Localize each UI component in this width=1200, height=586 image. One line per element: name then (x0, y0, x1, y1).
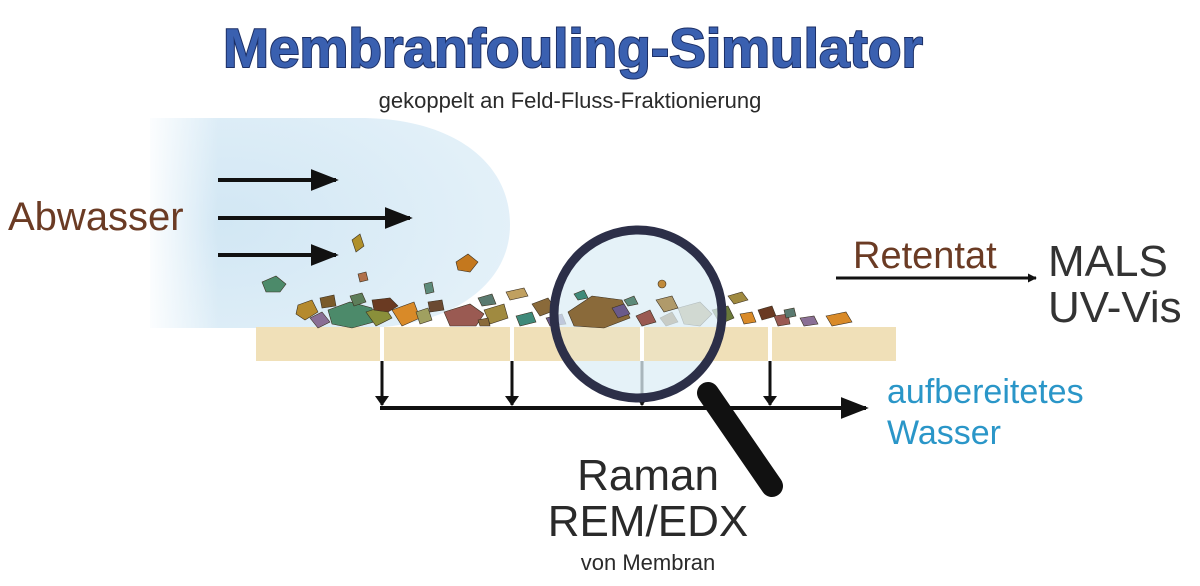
magnifier-icon (549, 225, 783, 497)
stream-fade (150, 118, 530, 330)
analysis-label-raman: Raman (577, 451, 719, 500)
permeate-label-line2: Wasser (887, 414, 1001, 452)
detector-label-mals: MALS (1048, 237, 1168, 286)
permeate-label-line1: aufbereitetes (887, 373, 1084, 411)
diagram-title: Membranfouling-Simulator (223, 17, 923, 79)
diagram-subtitle: gekoppelt an Feld-Fluss-Fraktionierung (379, 88, 762, 113)
analysis-label-rem-edx: REM/EDX (548, 497, 748, 546)
detector-label-uvvis: UV-Vis (1048, 283, 1182, 332)
inflow-label: Abwasser (8, 195, 184, 239)
analysis-label-membrane: von Membran (581, 550, 716, 575)
retentate-label: Retentat (853, 235, 997, 277)
